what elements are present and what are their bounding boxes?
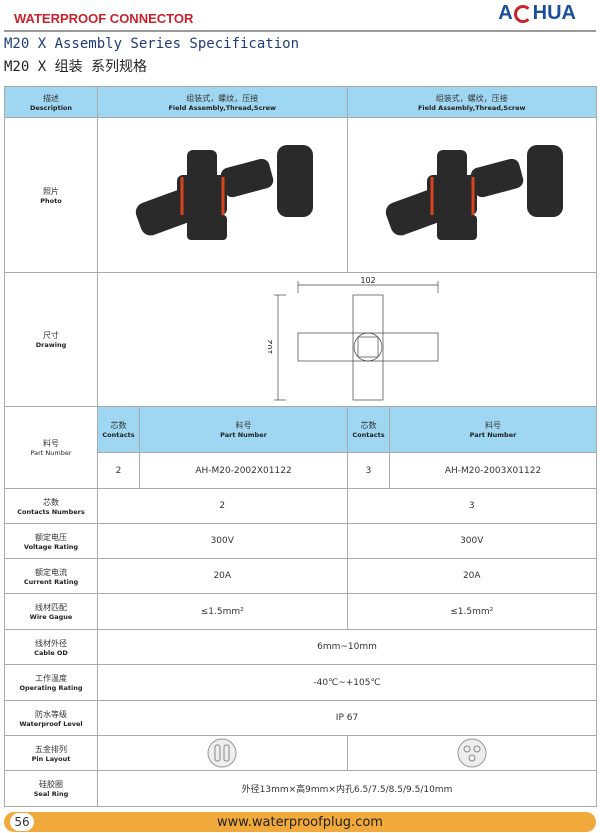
- part-number-value: AH-M20-2002X01122: [140, 453, 348, 488]
- label-en: Pin Layout: [31, 754, 71, 763]
- header-divider: [4, 30, 596, 32]
- col-cn: 料号: [485, 421, 501, 430]
- label-cn: 工作温度: [35, 674, 67, 683]
- label-en: Part Number: [30, 449, 72, 457]
- part-number-value: AH-M20-2003X01122: [444, 465, 542, 476]
- product-photo: [98, 118, 348, 272]
- value: ≤1.5mm²: [98, 594, 348, 629]
- col-cn: 芯数: [360, 421, 377, 430]
- label-en: Wire Gague: [29, 613, 73, 621]
- value: 20A: [462, 571, 481, 581]
- label-en: Waterproof Level: [19, 719, 83, 728]
- page-title-en: M20 X Assembly Series Specification: [4, 36, 300, 52]
- label-cn: 线材外径: [35, 638, 67, 648]
- height-label: 102: [268, 339, 274, 354]
- pin-layout-3: [348, 736, 597, 770]
- label-en: Seal Ring: [33, 790, 69, 798]
- value: 3: [468, 501, 475, 511]
- pin-layout-2: [98, 736, 348, 770]
- value: IP 67: [335, 713, 359, 723]
- dimension-drawing: 102 102: [98, 273, 596, 406]
- label-en: Photo: [40, 196, 62, 205]
- value: 外径13mm×高9mm×内孔6.5/7.5/8.5/9.5/10mm: [241, 785, 453, 795]
- page-title-cn: M20 X 组装 系列规格: [4, 59, 148, 75]
- label-cn: 额定电流: [35, 567, 67, 577]
- value: 2: [98, 489, 348, 523]
- col-en: Part Number: [469, 431, 517, 439]
- desc-cn: 组装式，螺纹，压接: [435, 93, 508, 103]
- label-en: Voltage Rating: [23, 542, 79, 551]
- col-cn: 芯数: [110, 421, 127, 430]
- label-cn: 尺寸: [43, 331, 59, 340]
- desc-cn: 组装式，螺纹，压接: [186, 93, 259, 103]
- label-en: Drawing: [35, 341, 67, 349]
- label-cn: 描述: [43, 93, 59, 103]
- page-number: 56: [10, 813, 34, 831]
- col-en: Contacts: [352, 431, 385, 439]
- label-en: Contacts Numbers: [17, 507, 85, 516]
- value: -40℃~+105℃: [313, 677, 381, 688]
- label-cn: 硅胶圈: [39, 780, 63, 789]
- value: 6mm~10mm: [317, 642, 377, 652]
- col-en: Contacts: [102, 431, 135, 439]
- label-en: Description: [29, 103, 73, 112]
- label-cn: 五金排列: [35, 744, 67, 754]
- label-cn: 线材匹配: [35, 603, 67, 612]
- desc-en: Field Assembly,Thread,Screw: [417, 103, 526, 112]
- contacts-value: 2: [98, 453, 140, 488]
- label-en: Operating Rating: [19, 684, 83, 692]
- label-cn: 照片: [43, 186, 59, 196]
- value: 300V: [460, 536, 484, 546]
- contacts-value: 3: [348, 453, 390, 488]
- label-en: Current Rating: [23, 577, 79, 586]
- label-en: Cable OD: [34, 648, 68, 657]
- section-title: WATERPROOF CONNECTOR: [14, 11, 194, 26]
- website-link[interactable]: www.waterproofplug.com: [217, 814, 383, 830]
- label-cn: 芯数: [43, 497, 59, 507]
- footer-bar: 56 www.waterproofplug.com: [4, 812, 596, 832]
- value: 20A: [98, 559, 348, 593]
- col-en: Part Number: [220, 431, 267, 439]
- product-photo: [348, 118, 597, 272]
- col-cn: 料号: [235, 421, 252, 430]
- label-cn: 防水等级: [35, 709, 67, 719]
- width-label: 102: [360, 276, 375, 285]
- label-cn: 额定电压: [35, 532, 67, 542]
- desc-en: Field Assembly,Thread,Screw: [168, 103, 277, 112]
- label-cn: 料号: [43, 439, 59, 448]
- value: 300V: [98, 524, 348, 558]
- value: ≤1.5mm²: [450, 606, 494, 617]
